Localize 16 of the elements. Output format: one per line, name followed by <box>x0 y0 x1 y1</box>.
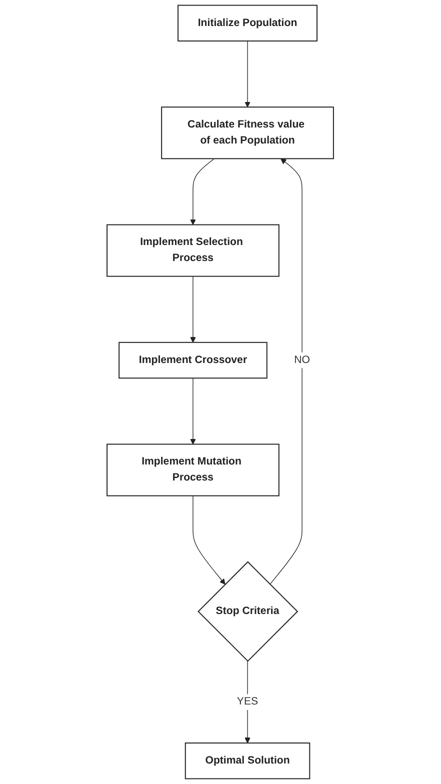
node-box: Initialize Population <box>178 4 318 42</box>
node-box: Implement Crossover <box>118 342 268 379</box>
node-box: Implement Mutation Process <box>106 444 280 496</box>
arrow <box>192 495 226 585</box>
arrow <box>190 378 196 444</box>
node-diamond: Stop Criteria <box>198 561 298 662</box>
arrow <box>244 40 251 108</box>
arrow <box>190 158 215 226</box>
edge-label: YES <box>237 696 258 708</box>
node-box: Implement Selection Process <box>106 224 280 277</box>
edge-label: NO <box>294 354 310 366</box>
arrow <box>190 276 196 343</box>
node-box: Optimal Solution <box>185 742 310 780</box>
arrow <box>244 660 251 744</box>
node-box: Calculate Fitness value of each Population <box>161 106 334 160</box>
arrow <box>270 158 303 585</box>
